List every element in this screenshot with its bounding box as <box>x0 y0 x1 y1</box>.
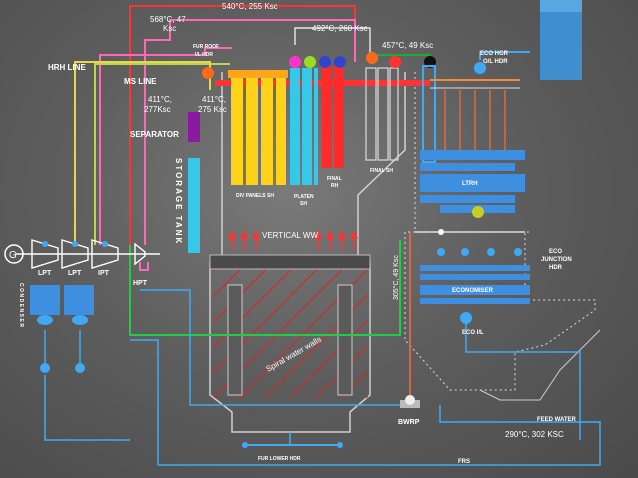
stack <box>540 0 582 80</box>
eco-hgr-link <box>479 51 530 60</box>
ww-inlet-line <box>129 240 401 336</box>
label-eco-hgr-b: O/L HDR <box>483 59 508 65</box>
label-fw-cond: 290°C, 302 KSC <box>505 430 564 439</box>
label-final-rh-a: FINAL <box>327 176 342 182</box>
ltrh-bank <box>420 65 525 213</box>
label-final-sh: FINAL SH <box>370 168 393 174</box>
frs-line <box>158 405 601 466</box>
label-eco-junction-a: ECO <box>549 249 562 255</box>
label-vertical-ww: VERTICAL WW <box>262 231 318 240</box>
condenser <box>30 285 94 325</box>
label-eco-hgr-a: ECO HGR <box>480 51 509 57</box>
label-sep-out-a: 411°C, <box>202 95 226 104</box>
label-storage-tank: STORAGE TANK <box>174 158 183 245</box>
label-div-panels: DIV PANELS SH <box>236 193 274 199</box>
cep-pump-1 <box>40 363 50 373</box>
economiser-bank <box>420 265 530 304</box>
hrh-line <box>99 47 232 245</box>
label-platen-b: SH <box>300 201 307 207</box>
label-platen-out: 492°C, 260 Ksc <box>312 24 368 33</box>
label-separator: SEPARATOR <box>130 130 179 139</box>
ms-line-green <box>94 63 230 245</box>
label-rh-temp-b: Ksc <box>163 24 176 33</box>
hot-reheat-line <box>144 19 356 245</box>
label-lpt-2: LPT <box>68 270 82 277</box>
label-condenser: CONDENSER <box>18 283 24 328</box>
bwrp-line <box>140 289 410 406</box>
label-fur-roof-b: I/L HDR <box>195 52 213 58</box>
condensate-line <box>44 375 130 441</box>
label-top-steam: 540°C, 255 Ksc <box>222 2 278 11</box>
generator <box>4 244 24 264</box>
label-ms-line: MS LINE <box>124 77 157 86</box>
hopper-outline <box>479 329 601 401</box>
label-eco-il: ECO I/L <box>462 330 484 336</box>
backpass-outline <box>404 72 596 391</box>
label-eco-junction-c: HDR <box>549 265 563 271</box>
turbine-train <box>15 239 160 269</box>
label-eco-junction-b: JUNCTION <box>541 257 572 263</box>
final-sh <box>365 67 399 161</box>
div-panels-sh <box>228 70 288 185</box>
vertical-ww-arrows <box>227 230 359 250</box>
label-economiser: ECONOMISER <box>452 288 494 294</box>
label-generator: G <box>9 250 17 261</box>
label-lpt-1: LPT <box>38 270 52 277</box>
label-fur-lower: FUR LOWER HDR <box>258 456 301 462</box>
eco-inlet-line <box>465 318 581 440</box>
storage-tank <box>188 158 200 253</box>
label-sep-in-a: 411°C, <box>148 95 172 104</box>
label-rh-temp-a: 568°C, 47 <box>150 15 186 24</box>
frs-left-line <box>130 339 159 465</box>
label-sep-out-b: 275 Ksc <box>198 105 227 114</box>
furnace <box>209 72 406 433</box>
label-fur-roof-a: FUR ROOF <box>193 44 219 50</box>
label-hrh-line: HRH LINE <box>48 63 86 72</box>
label-hpt: HPT <box>133 280 148 287</box>
final-rh <box>322 66 344 168</box>
label-ww-inlet: 305°C, 49 Ksc <box>392 255 400 300</box>
cep-pump-2 <box>75 363 85 373</box>
eco-junction <box>415 206 525 256</box>
label-ipt: IPT <box>98 270 110 277</box>
ltrh-risers <box>444 90 506 150</box>
label-final-rh-b: RH <box>331 183 339 189</box>
platen-sh <box>290 68 318 185</box>
label-lt-out: 457°C, 49 Ksc <box>382 41 433 50</box>
label-feed-water: FEED WATER <box>537 417 577 423</box>
label-ltrh: LTRH <box>462 181 478 187</box>
label-platen-a: PLATEN <box>294 194 314 200</box>
header-drums <box>202 52 486 79</box>
label-sep-in-b: 277Ksc <box>144 105 171 114</box>
label-frs: FRS <box>458 459 470 465</box>
stack-top <box>540 0 582 12</box>
platen-link <box>294 27 371 55</box>
label-bwrp: BWRP <box>398 419 420 426</box>
separator-vessel <box>188 112 200 142</box>
bwrp-pump <box>400 395 420 408</box>
